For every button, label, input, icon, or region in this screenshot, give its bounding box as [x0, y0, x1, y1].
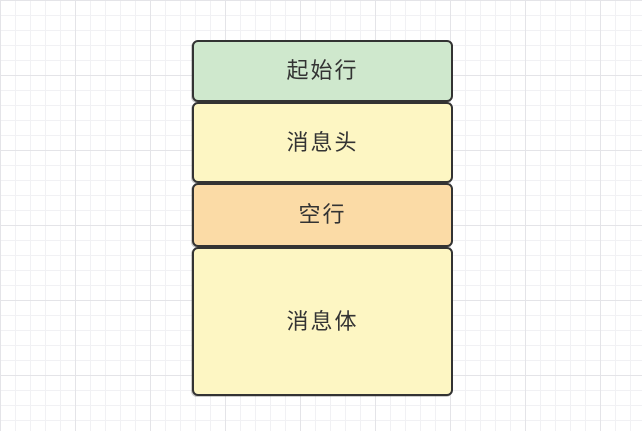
- box-start-line-label: 起始行: [286, 58, 359, 83]
- box-message-header: 消息头: [192, 102, 453, 183]
- box-message-body: 消息体: [192, 247, 453, 396]
- box-message-body-label: 消息体: [286, 308, 359, 334]
- box-blank-line: 空行: [192, 183, 453, 247]
- box-start-line: 起始行: [192, 40, 453, 102]
- http-message-structure-diagram: 起始行 消息头 空行 消息体: [192, 40, 453, 396]
- box-blank-line-label: 空行: [298, 202, 347, 227]
- box-message-header-label: 消息头: [286, 129, 359, 155]
